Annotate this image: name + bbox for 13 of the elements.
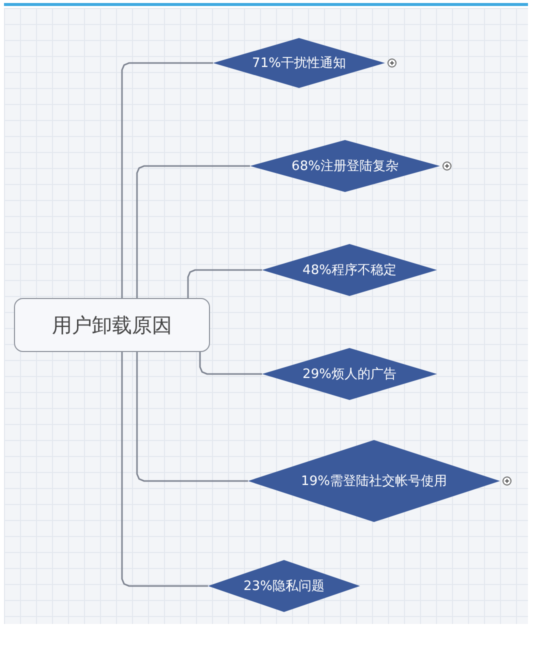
topic-label: 29%烦人的广告 (302, 366, 396, 383)
connector-line (121, 62, 213, 298)
topic-label: 68%注册登陆复杂 (292, 158, 398, 175)
topic-label: 19%需登陆社交帐号使用 (301, 473, 447, 490)
connector-line (187, 269, 262, 298)
connector-line (199, 352, 262, 375)
connector-line (121, 352, 208, 587)
topic-label: 23%隐私问题 (244, 578, 324, 595)
topic-label: 71%干扰性通知 (252, 55, 346, 72)
connector-line (136, 352, 248, 482)
topic-label: 48%程序不稳定 (302, 262, 396, 279)
root-topic-box: 用户卸载原因 (14, 298, 210, 352)
connector-line (136, 165, 250, 298)
